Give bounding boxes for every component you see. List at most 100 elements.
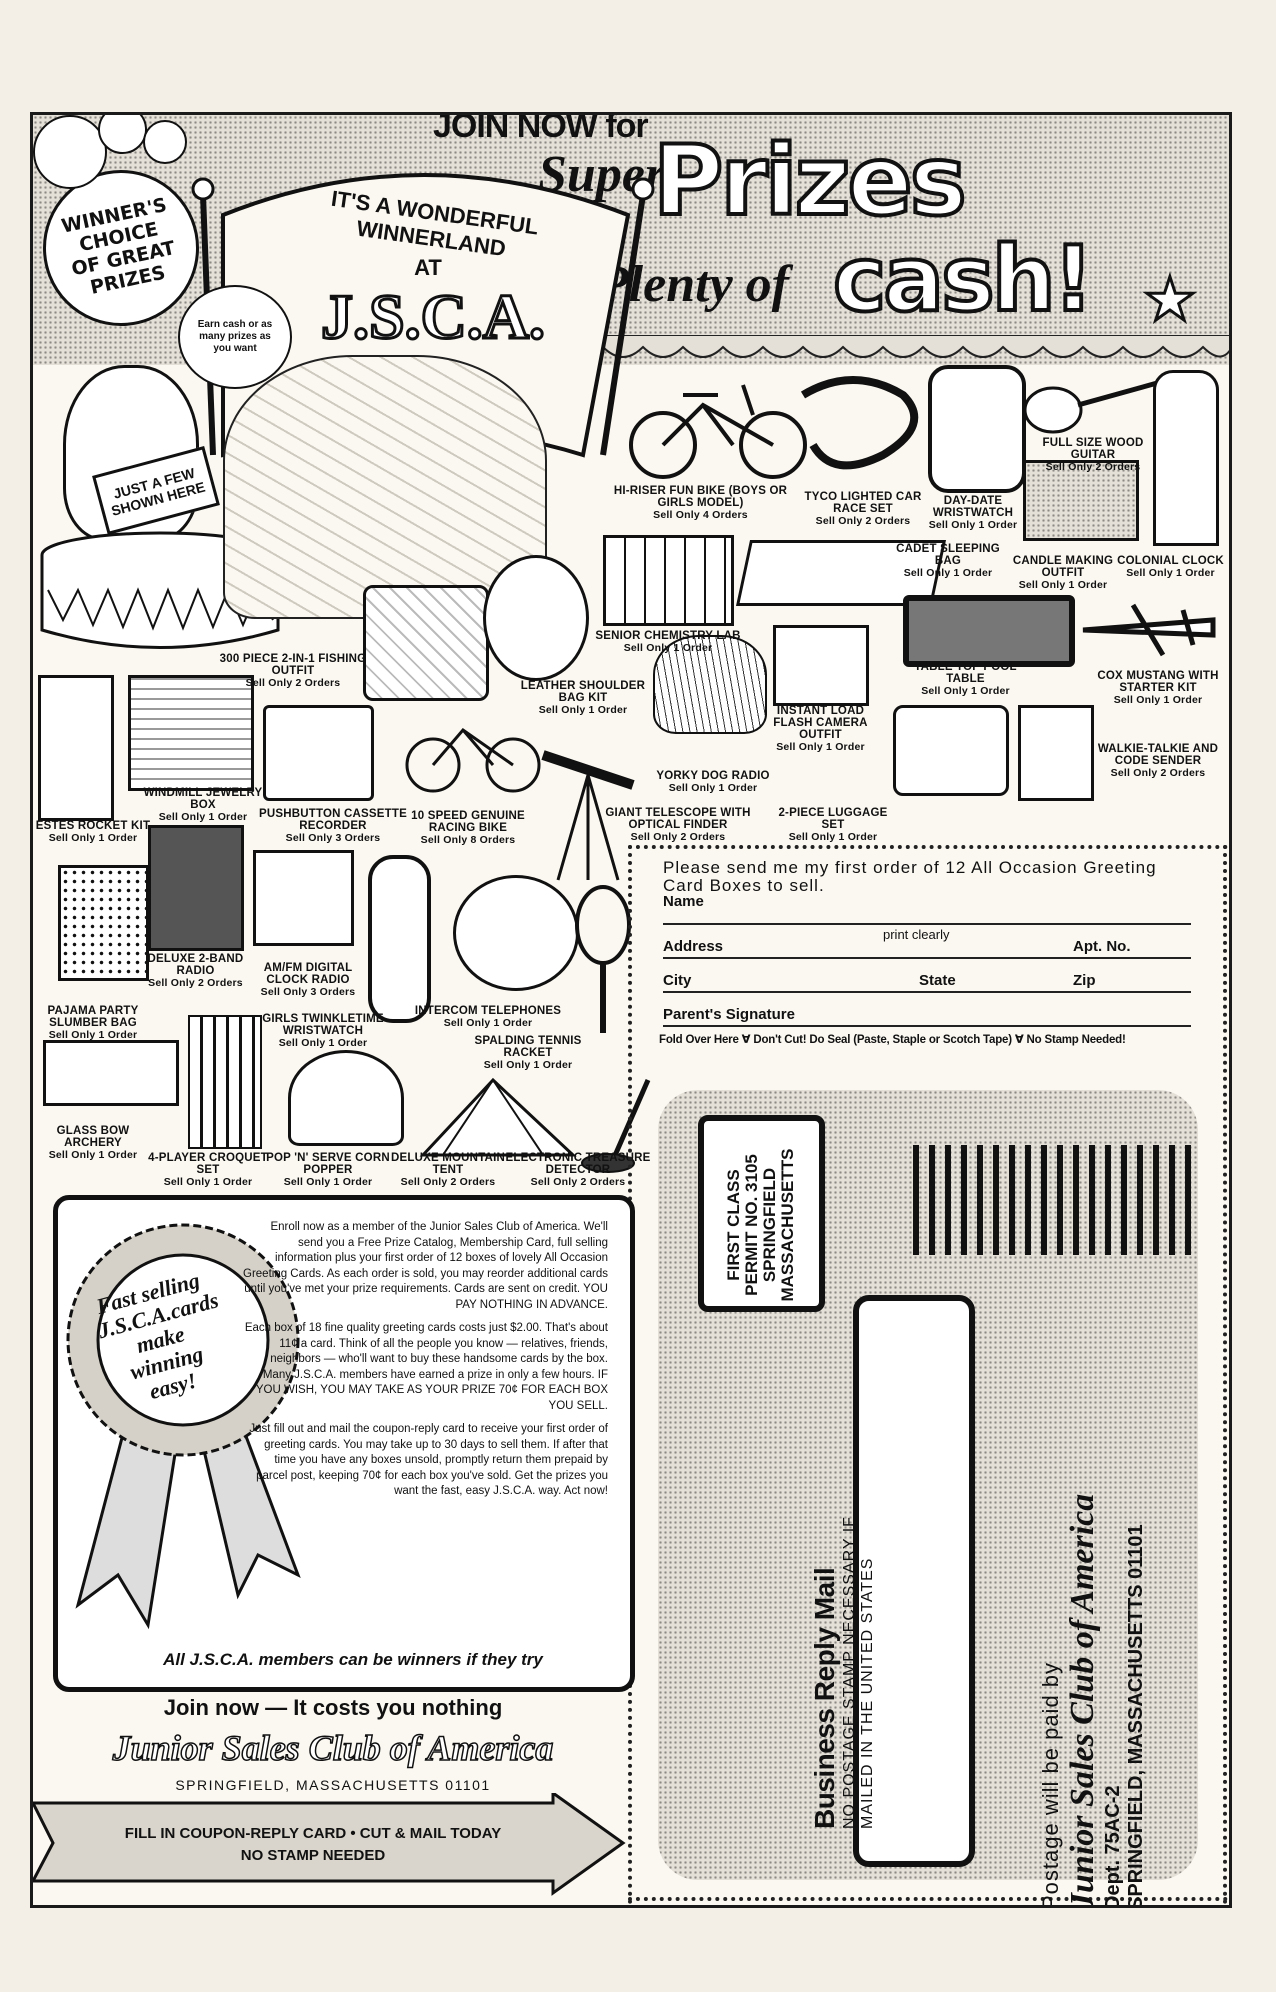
name-field[interactable]: Name <box>663 893 1191 925</box>
addressee-block: Postage will be paid by Junior Sales Clu… <box>1038 1350 1148 1908</box>
tent-illustration <box>419 1077 577 1157</box>
windmill-box-illustration <box>128 675 254 791</box>
fishing-outfit-illustration <box>363 585 489 701</box>
two-band-radio-illustration <box>148 825 244 951</box>
body-paragraph-2: Each box of 18 fine quality greeting car… <box>244 1322 608 1412</box>
business-reply-mail: Business Reply Mail <box>809 1567 840 1829</box>
arrow-text-1: FILL IN COUPON-REPLY CARD • CUT & MAIL T… <box>124 1825 502 1842</box>
winners-choice-text: WINNER'S CHOICE OF GREAT PRIZES <box>59 193 177 299</box>
apt-label: Apt. No. <box>1073 938 1131 955</box>
cassette-recorder-illustration <box>263 705 374 801</box>
banner-brand: J.S.C.A. <box>319 280 546 354</box>
arrow-banner <box>33 1793 626 1896</box>
just-a-few-text: JUST A FEW SHOWN HERE <box>109 464 207 519</box>
no-postage-line: NO POSTAGE STAMP NECESSARY IF <box>841 1516 858 1829</box>
coupon-form: Please send me my first order of 12 All … <box>631 849 1221 1049</box>
archery-illustration <box>43 1040 179 1106</box>
pool-table-illustration <box>903 595 1075 667</box>
star-icon: ★ <box>1142 265 1199 335</box>
coupon-cut-line-bottom <box>628 1897 1228 1901</box>
rocket-kit-illustration <box>38 675 114 821</box>
slumber-bag-illustration <box>58 865 149 981</box>
arrow-text-2: NO STAMP NEEDED <box>240 1847 386 1864</box>
reply-panel <box>853 1295 975 1867</box>
members-tagline: All J.S.C.A. members can be winners if t… <box>163 1650 543 1669</box>
club-logo: Junior Sales Club of America <box>112 1727 554 1769</box>
luggage-illustration <box>893 705 1009 796</box>
no-postage-line: MAILED IN THE UNITED STATES <box>859 1557 876 1829</box>
circus-pedestal <box>40 531 280 649</box>
reply-club-name: Junior Sales Club of America <box>1064 1493 1101 1908</box>
postage-paid-label: Postage will be paid by <box>1038 1661 1063 1908</box>
telescope-illustration <box>541 750 635 881</box>
tennis-racket-illustration <box>575 885 631 1033</box>
state-label: State <box>919 972 956 989</box>
brm-text-block: Business Reply Mail NO POSTAGE STAMP NEC… <box>809 1409 877 1829</box>
permit-line: SPRINGFIELD <box>760 1167 779 1283</box>
earn-bubble-text: Earn cash or as many prizes as you want <box>197 319 273 354</box>
bike-illustration <box>629 384 807 479</box>
wristwatch-illustration <box>928 365 1026 493</box>
croquet-illustration <box>188 1015 262 1149</box>
dog-radio-illustration <box>653 635 767 734</box>
name-label: Name <box>663 893 704 910</box>
body-paragraph-3: Just fill out and mail the coupon-reply … <box>249 1423 608 1497</box>
body-paragraph-1: Enroll now as a member of the Junior Sal… <box>243 1221 608 1311</box>
permit-text: FIRST CLASS PERMIT NO. 3105 SPRINGFIELD … <box>724 1130 797 1320</box>
racing-bike-illustration <box>405 727 541 793</box>
coupon-cut-line-right <box>1223 845 1227 1905</box>
candle-outfit-illustration <box>1023 460 1139 541</box>
decorative-balloon <box>33 115 107 189</box>
permit-line: PERMIT NO. 3105 <box>742 1154 761 1296</box>
address-field[interactable]: Address print clearly Apt. No. <box>663 927 1191 959</box>
permit-box: FIRST CLASS PERMIT NO. 3105 SPRINGFIELD … <box>698 1115 825 1312</box>
chemistry-lab-illustration <box>603 535 734 626</box>
city-label: City <box>663 972 692 989</box>
race-set-illustration <box>800 376 919 470</box>
zip-label: Zip <box>1073 972 1096 989</box>
permit-line: FIRST CLASS <box>724 1169 743 1281</box>
earn-bubble: Earn cash or as many prizes as you want <box>178 285 292 389</box>
airplane-illustration <box>1082 603 1216 657</box>
parent-signature-field[interactable]: Parent's Signature <box>663 995 1191 1027</box>
walkie-talkie-illustration <box>1018 705 1094 801</box>
join-now-free: Join now — It costs you nothing <box>163 1695 503 1720</box>
join-now-heading: JOIN NOW for <box>433 112 649 145</box>
banner-at: AT <box>414 255 442 280</box>
coupon-cut-line-top <box>628 845 1228 849</box>
barcode-bars <box>913 1145 1193 1255</box>
clock-radio-illustration <box>253 850 354 946</box>
city-field[interactable]: City State Zip <box>663 961 1191 993</box>
print-clearly-label: print clearly <box>883 927 950 942</box>
guitar-illustration <box>1023 377 1169 434</box>
club-city: SPRINGFIELD, MASSACHUSETTS 01101 <box>175 1777 491 1793</box>
rosette-ribbon-icon <box>66 1223 301 1630</box>
corn-popper-illustration <box>288 1050 404 1146</box>
cash-heading: cash! <box>831 225 1096 334</box>
